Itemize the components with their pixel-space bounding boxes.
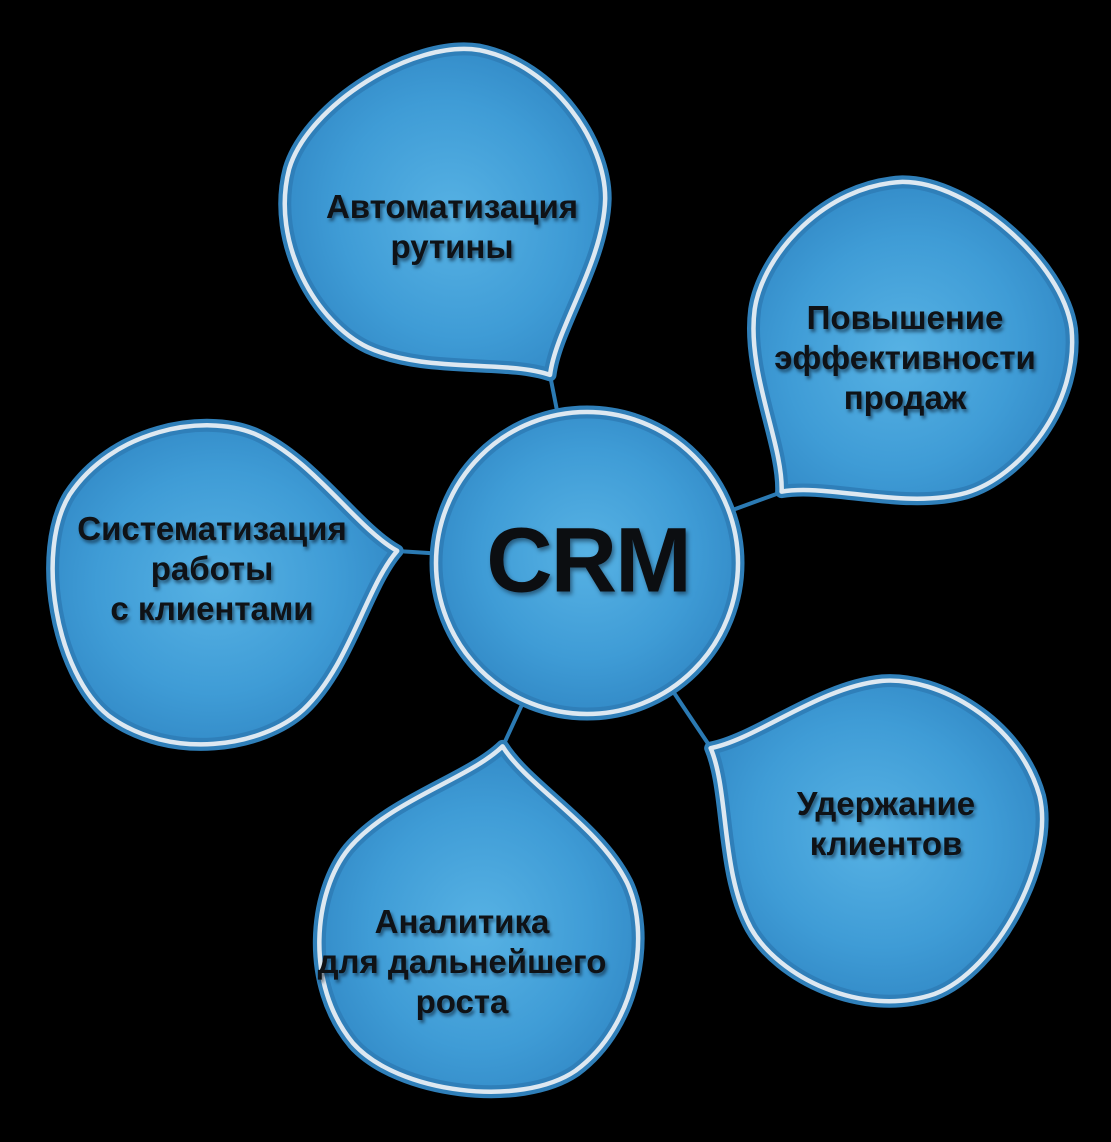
- petal-analytics: [302, 727, 660, 1109]
- petal-analytics-shape: [302, 727, 660, 1109]
- petal-automation-shape: [232, 0, 685, 459]
- petal-systematization: [29, 394, 425, 768]
- petal-retention: [636, 608, 1091, 1052]
- center-circle-ring: [433, 409, 741, 717]
- petal-retention-shape: [636, 608, 1091, 1052]
- petal-automation: [232, 0, 685, 459]
- petal-systematization-shape: [29, 394, 425, 768]
- center-node: [429, 405, 745, 721]
